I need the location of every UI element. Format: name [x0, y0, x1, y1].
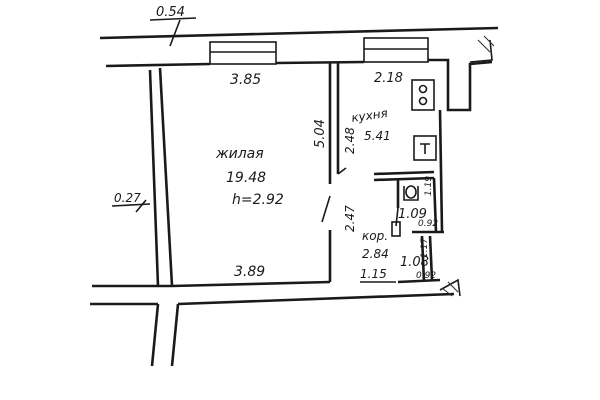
dim-left-wall: 0.27 — [111, 191, 151, 213]
dim-toilet-side: 0.92 — [416, 271, 436, 281]
room-corridor-area: 2.84 — [362, 247, 389, 261]
dim-entry: 1.15 — [360, 267, 387, 281]
toilet-walls — [397, 235, 441, 284]
room-living-area: 19.48 — [226, 170, 266, 186]
partition-living-kitchen — [328, 62, 340, 282]
room-living-name: жилая — [215, 146, 264, 162]
room-kitchen-name: кухня — [350, 106, 388, 125]
stove-icon — [411, 79, 435, 111]
dim-corridor-small: 1.17 — [420, 238, 430, 258]
dim-bath-width: 1.09 — [398, 207, 427, 222]
room-corridor: кор. 2.84 — [362, 229, 389, 261]
washbasin-icon — [391, 221, 401, 237]
room-kitchen: кухня 5.41 — [350, 106, 390, 143]
dim-top-wall: 0.54 — [149, 5, 197, 47]
exterior-wall-bottom — [90, 278, 461, 306]
dim-living-bottom: 3.89 — [234, 264, 265, 280]
room-living-height: h=2.92 — [232, 192, 284, 208]
exterior-wall-top — [99, 26, 499, 112]
partition-kitchen-corridor — [337, 167, 435, 182]
room-corridor-name: кор. — [362, 229, 388, 243]
dim-kitchen-depth: 2.48 — [343, 127, 357, 154]
bathtub-icon — [403, 185, 419, 201]
exterior-wall-left — [148, 67, 180, 367]
dim-bath-door: 0.92 — [418, 219, 438, 229]
dim-top-wall-label: 0.54 — [156, 5, 185, 20]
room-kitchen-area: 5.41 — [364, 129, 391, 143]
window-living — [209, 41, 277, 65]
dim-kitchen-width: 2.18 — [374, 71, 403, 86]
room-living: жилая 19.48 h=2.92 — [215, 146, 284, 208]
living-door — [321, 195, 331, 223]
dim-left-wall-label: 0.27 — [114, 191, 141, 205]
bathroom-walls — [395, 109, 444, 234]
dim-living-right: 5.04 — [313, 119, 328, 148]
sink-icon — [413, 135, 437, 161]
dim-living-top: 3.85 — [230, 72, 261, 88]
dim-bath-side: 1.19 — [424, 176, 434, 196]
dim-toilet-width: 1.08 — [400, 255, 429, 270]
window-kitchen — [363, 37, 429, 63]
dim-corridor-length: 2.47 — [343, 205, 357, 232]
